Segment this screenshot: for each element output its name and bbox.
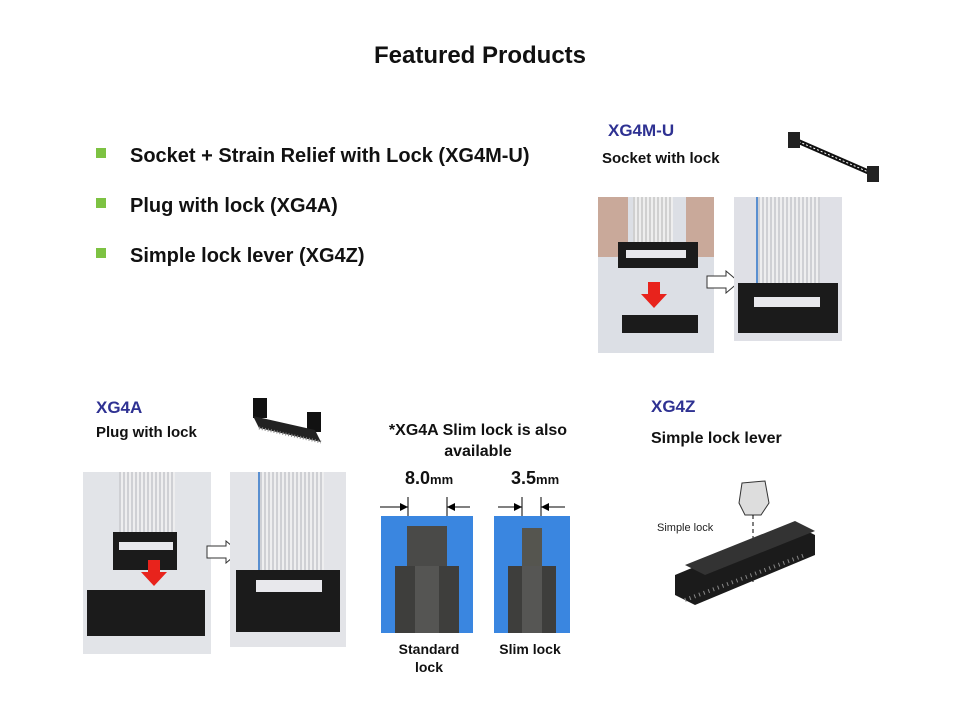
plug-connector-icon (253, 398, 322, 444)
standard-lock-photo (381, 516, 473, 633)
standard-lock-caption: Standard lock (398, 641, 460, 675)
right-arrow-icon (706, 270, 740, 294)
xg4mu-photo-before (598, 197, 714, 353)
xg4a-desc: Plug with lock (96, 424, 197, 441)
bullet-square-icon (96, 148, 106, 158)
bullet-item: Simple lock lever (XG4Z) (96, 242, 536, 270)
xg4a-photo-after (230, 472, 346, 647)
bullet-square-icon (96, 198, 106, 208)
xg4a-photo-before (83, 472, 211, 654)
slim-note-line2: available (444, 443, 512, 460)
slim-lock-note: *XG4A Slim lock is also available (360, 420, 596, 462)
xg4mu-desc: Socket with lock (602, 150, 720, 167)
bullet-list: Socket + Strain Relief with Lock (XG4M-U… (96, 142, 536, 292)
xg4z-diagram (675, 480, 815, 605)
dimension-markers (380, 497, 565, 525)
xg4mu-code: XG4M-U (608, 121, 675, 140)
cable-assembly-icon (788, 132, 879, 182)
simple-lock-label: Simple lock (657, 522, 714, 534)
xg4a-code: XG4A (96, 398, 143, 417)
slim-lock-caption: Slim lock (499, 641, 561, 657)
bullet-label: Plug with lock (XG4A) (130, 195, 338, 217)
down-arrow-icon (641, 282, 667, 308)
xg4z-code: XG4Z (651, 397, 696, 416)
slim-note-line1: *XG4A Slim lock is also (388, 422, 568, 439)
page-title: Featured Products (373, 42, 587, 69)
bullet-item: Socket + Strain Relief with Lock (XG4M-U… (96, 142, 536, 170)
slim-dimension: 3.5mm (511, 468, 560, 488)
down-arrow-icon (141, 560, 167, 586)
xg4mu-photo-after (734, 197, 842, 341)
standard-dimension: 8.0mm (405, 468, 454, 488)
slim-lock-photo (494, 516, 570, 633)
xg4z-desc: Simple lock lever (651, 430, 782, 447)
bullet-label: Simple lock lever (XG4Z) (130, 245, 365, 267)
bullet-item: Plug with lock (XG4A) (96, 192, 536, 220)
bullet-square-icon (96, 248, 106, 258)
bullet-label: Socket + Strain Relief with Lock (XG4M-U… (130, 145, 530, 167)
